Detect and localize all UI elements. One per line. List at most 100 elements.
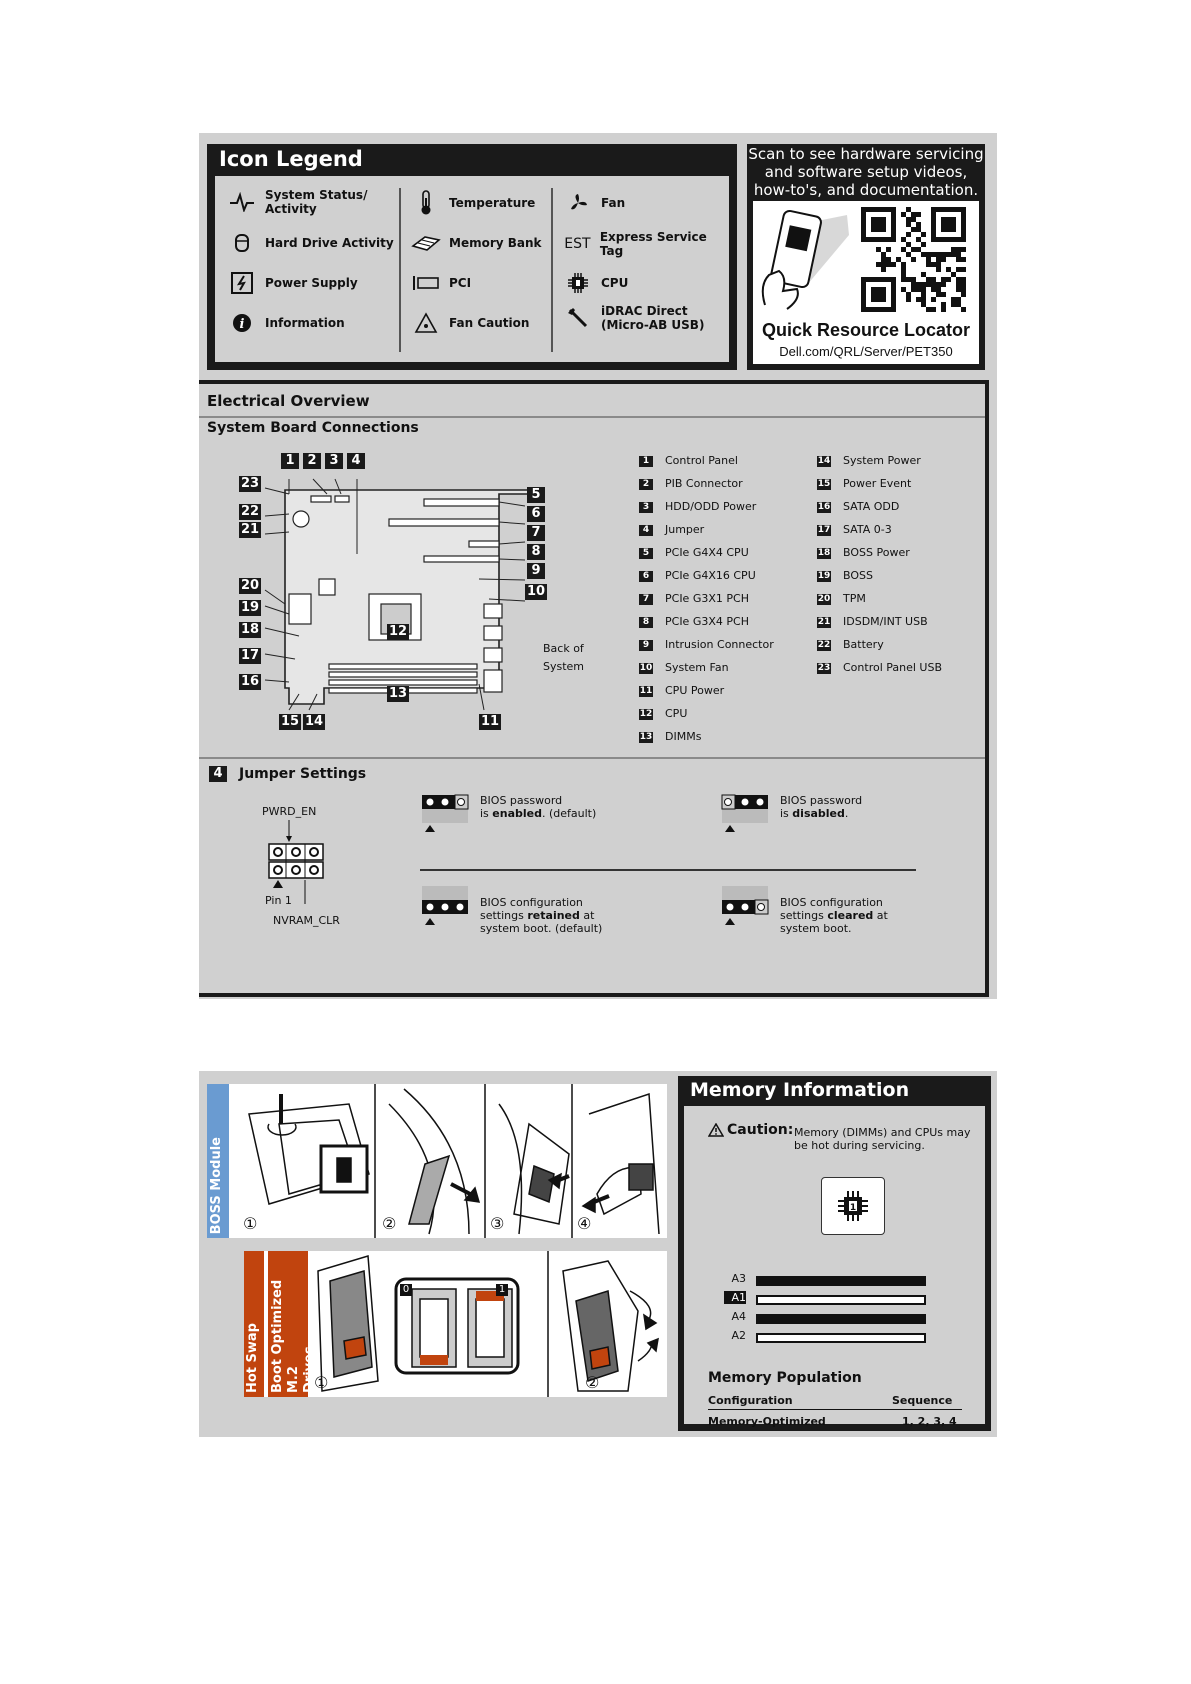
pci-icon: [411, 270, 441, 296]
qr-code: [861, 207, 966, 312]
jumper-diagram: [268, 820, 324, 904]
memory-information-body: Caution: Memory (DIMMs) and CPUs may be …: [684, 1106, 985, 1428]
callout-16: 16: [239, 674, 261, 690]
step-number: ③: [490, 1214, 505, 1233]
legend-number: 22: [817, 640, 831, 651]
power-supply-icon: [227, 270, 257, 296]
memory-bank-icon: [411, 230, 441, 256]
memory-slot: [756, 1295, 926, 1305]
note-text: at system boot. (default): [480, 909, 603, 935]
callout-17: 17: [239, 648, 261, 664]
callout-1: 1: [281, 453, 299, 469]
divider: [199, 757, 985, 759]
legend-label: Information: [265, 316, 345, 330]
legend-label: PCI: [449, 276, 472, 290]
legend-label: HDD/ODD Power: [665, 500, 757, 513]
note-emphasis: enabled: [492, 807, 542, 820]
legend-number: 17: [817, 525, 831, 536]
column-header-configuration: Configuration: [708, 1394, 793, 1407]
legend-label: CPU Power: [665, 684, 725, 697]
legend-item-idrac-direct: iDRAC Direct (Micro-AB USB): [563, 304, 704, 332]
qrl-url[interactable]: Dell.com/QRL/Server/PET350: [779, 344, 953, 359]
legend-item-hard-drive: Hard Drive Activity: [227, 230, 394, 256]
callout-9: 9: [527, 563, 545, 579]
activity-icon: [227, 189, 257, 215]
step-number: ②: [585, 1373, 600, 1392]
qrl-title: Quick Resource Locator: [761, 320, 971, 340]
memory-slot: [756, 1333, 926, 1343]
legend-label: Intrusion Connector: [665, 638, 774, 651]
information-icon: i: [227, 310, 257, 336]
pwrd-en-label: PWRD_EN: [262, 805, 317, 818]
slot-1-label: 1: [496, 1284, 508, 1296]
legend-item-pci: PCI: [411, 270, 471, 296]
legend-item-power-supply: Power Supply: [227, 270, 358, 296]
legend-label: Hard Drive Activity: [265, 236, 394, 250]
legend-item-memory-bank: Memory Bank: [411, 230, 542, 256]
legend-label: Power Event: [843, 477, 912, 490]
note-text: BIOS configuration settings: [480, 896, 583, 922]
wrench-icon: [563, 305, 593, 331]
jumper-state-text: BIOS password is disabled.: [780, 794, 862, 820]
divider: [399, 188, 401, 352]
legend-label: Fan: [601, 196, 626, 210]
legend-label: PCIe G3X4 PCH: [665, 615, 749, 628]
caution-note: Caution:: [707, 1122, 793, 1141]
boss-module-panel: BOSS Module ① ② ③ ④: [207, 1084, 667, 1238]
pin1-label: Pin 1: [265, 894, 292, 907]
step-number: ②: [382, 1214, 397, 1233]
caution-text: Memory (DIMMs) and CPUs may be hot durin…: [794, 1126, 971, 1152]
boss-module-tab: BOSS Module: [207, 1084, 229, 1238]
legend-label: BOSS Power: [843, 546, 910, 559]
quick-resource-locator: Scan to see hardware servicing and softw…: [747, 144, 985, 370]
callout-13: 13: [387, 686, 409, 702]
memory-information-title: Memory Information: [690, 1079, 910, 1101]
callout-8: 8: [527, 544, 545, 560]
legend-item-system-status: System Status/ Activity: [227, 188, 367, 216]
boss-module-tab-label: BOSS Module: [209, 1136, 224, 1234]
back-of-system-label: Back of System: [543, 642, 585, 673]
legend-label: CPU: [665, 707, 688, 720]
callout-19: 19: [239, 600, 261, 616]
legend-label: iDRAC Direct (Micro-AB USB): [601, 304, 705, 332]
legend-label: Power Supply: [265, 276, 358, 290]
legend-number: 14: [817, 456, 831, 467]
note-text: BIOS password is: [780, 794, 863, 820]
callout-6: 6: [527, 506, 545, 522]
legend-label: SATA ODD: [843, 500, 900, 513]
jumper-settings-title: Jumper Settings: [239, 766, 367, 782]
column-header-sequence: Sequence: [892, 1394, 953, 1407]
legend-label: Jumper: [665, 523, 705, 536]
cpu-icon: 1: [821, 1177, 885, 1235]
legend-number: 12: [639, 709, 653, 720]
legend-label: BOSS: [843, 569, 873, 582]
hot-swap-illustration: [317, 1251, 659, 1397]
legend-label: Control Panel USB: [843, 661, 943, 674]
memory-slot: [756, 1276, 926, 1286]
callout-20: 20: [239, 578, 261, 594]
jumper-state-config-cleared: [722, 886, 769, 925]
legend-number: 21: [817, 617, 831, 628]
note-emphasis: retained: [527, 909, 580, 922]
callout-18: 18: [239, 622, 261, 638]
legend-number: 5: [639, 548, 653, 559]
legend-item-fan-caution: Fan Caution: [411, 310, 529, 336]
icon-legend: Icon Legend System Status/ Activity Hard…: [207, 144, 737, 370]
legend-number: 2: [639, 479, 653, 490]
legend-number: 9: [639, 640, 653, 651]
legend-label: PIB Connector: [665, 477, 743, 490]
fan-caution-icon: [411, 310, 441, 336]
callout-14: 14: [303, 714, 325, 730]
callout-22: 22: [239, 504, 261, 520]
note-text: BIOS password is: [480, 794, 563, 820]
jumper-state-text: BIOS password is enabled. (default): [480, 794, 596, 820]
callout-4: 4: [347, 453, 365, 469]
memory-slot-label: A3: [731, 1272, 746, 1285]
servicing-card: BOSS Module ① ② ③ ④: [199, 1071, 997, 1437]
qrl-box: Quick Resource Locator Dell.com/QRL/Serv…: [753, 201, 979, 364]
hot-swap-tab: Hot Swap: [244, 1251, 264, 1397]
memory-slot-label: A1: [724, 1291, 746, 1304]
callout-12: 12: [387, 624, 409, 640]
note-text: . (default): [542, 807, 597, 820]
note-emphasis: disabled: [792, 807, 845, 820]
